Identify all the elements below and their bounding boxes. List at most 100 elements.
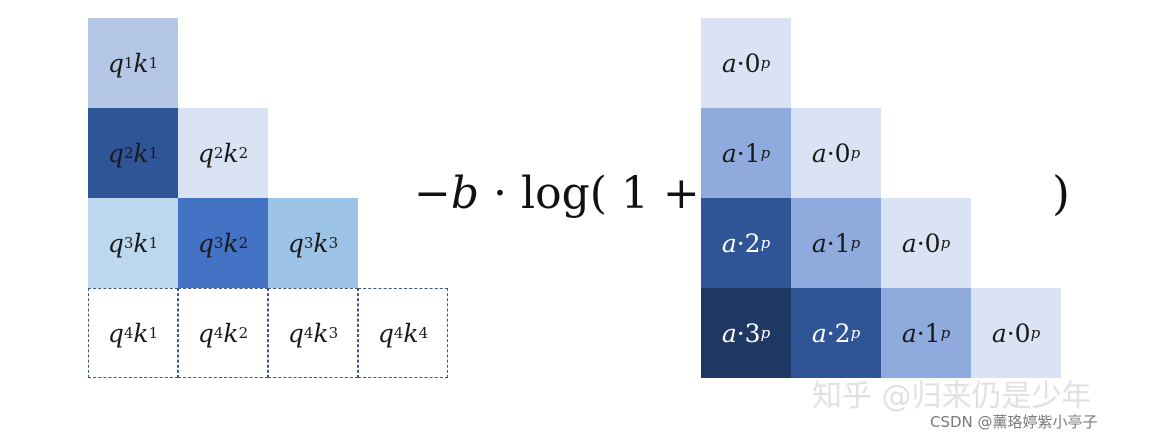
distance-value: 1 (834, 228, 851, 258)
q-symbol: q (197, 138, 214, 168)
a-symbol: a (721, 138, 737, 168)
a-symbol: a (811, 228, 827, 258)
k-symbol: k (133, 48, 149, 78)
dot-symbol: · (826, 318, 835, 348)
a-symbol: a (721, 228, 737, 258)
k-symbol: k (133, 228, 149, 258)
distance-value: 1 (744, 138, 761, 168)
close-paren: ) (1052, 166, 1070, 220)
dot-symbol: · (826, 138, 835, 168)
k-index: 3 (328, 324, 339, 342)
dot-symbol: · (736, 48, 745, 78)
k-index: 2 (238, 144, 249, 162)
exponent-p: p (760, 144, 771, 162)
csdn-watermark: CSDN @薰珞婷紫小亭子 (930, 413, 1098, 431)
k-index: 1 (148, 54, 159, 72)
q-index: 4 (393, 324, 404, 342)
q-symbol: q (377, 318, 394, 348)
distance-value: 3 (744, 318, 761, 348)
q-symbol: q (107, 48, 124, 78)
distance-value: 2 (744, 228, 761, 258)
q-symbol: q (107, 228, 124, 258)
distance-value: 0 (1014, 318, 1031, 348)
q-index: 2 (123, 144, 134, 162)
exponent-p: p (760, 54, 771, 72)
k-index: 1 (148, 324, 159, 342)
k-symbol: k (223, 228, 239, 258)
distance-value: 1 (924, 318, 941, 348)
dot-symbol: · (736, 138, 745, 168)
k-index: 2 (238, 324, 249, 342)
zhihu-watermark: 知乎 @归来仍是少年 (812, 379, 1092, 414)
dot-symbol: · (826, 228, 835, 258)
q-index: 4 (123, 324, 134, 342)
exponent-p: p (850, 144, 861, 162)
minus-sign: − (414, 168, 451, 219)
a-symbol: a (901, 228, 917, 258)
exponent-p: p (1030, 324, 1041, 342)
k-index: 3 (328, 234, 339, 252)
k-symbol: k (223, 138, 239, 168)
a-symbol: a (811, 318, 827, 348)
equation-text: −b · log( 1 + (414, 168, 700, 219)
exponent-p: p (940, 324, 951, 342)
q-symbol: q (107, 318, 124, 348)
a-symbol: a (991, 318, 1007, 348)
a-symbol: a (721, 48, 737, 78)
a-symbol: a (901, 318, 917, 348)
q-index: 4 (303, 324, 314, 342)
exponent-p: p (850, 234, 861, 252)
dot-symbol: · (1006, 318, 1015, 348)
q-symbol: q (287, 318, 304, 348)
exponent-p: p (760, 324, 771, 342)
q-index: 4 (213, 324, 224, 342)
k-symbol: k (133, 318, 149, 348)
distance-value: 2 (834, 318, 851, 348)
k-symbol: k (223, 318, 239, 348)
k-symbol: k (403, 318, 419, 348)
a-symbol: a (721, 318, 737, 348)
log-expression: log( 1 + (521, 168, 700, 219)
a-symbol: a (811, 138, 827, 168)
dot-symbol: · (736, 318, 745, 348)
exponent-p: p (850, 324, 861, 342)
exponent-p: p (760, 234, 771, 252)
q-index: 1 (123, 54, 134, 72)
q-index: 2 (213, 144, 224, 162)
distance-value: 0 (924, 228, 941, 258)
distance-value: 0 (744, 48, 761, 78)
k-index: 4 (418, 324, 429, 342)
dot-symbol: · (916, 228, 925, 258)
q-index: 3 (123, 234, 134, 252)
dot-symbol: · (916, 318, 925, 348)
distance-value: 0 (834, 138, 851, 168)
exponent-p: p (940, 234, 951, 252)
q-symbol: q (107, 138, 124, 168)
k-symbol: k (133, 138, 149, 168)
q-index: 3 (213, 234, 224, 252)
q-symbol: q (287, 228, 304, 258)
k-index: 1 (148, 234, 159, 252)
k-index: 2 (238, 234, 249, 252)
dot-operator: · (479, 168, 522, 219)
b-symbol: b (450, 168, 480, 219)
q-index: 3 (303, 234, 314, 252)
